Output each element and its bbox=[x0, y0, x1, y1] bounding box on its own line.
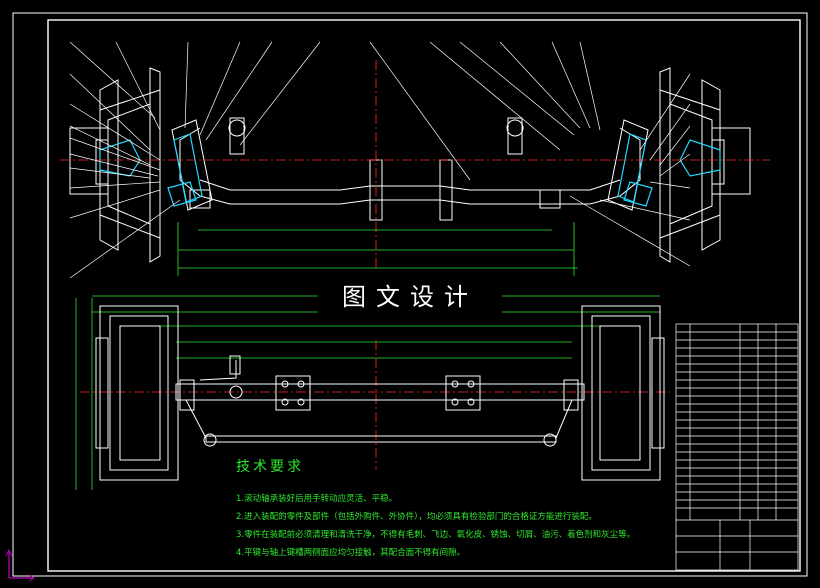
technical-requirements: 技术要求 1.滚动轴承装好后用手转动应灵活、平稳。 2.进入装配的零件及部件（包… bbox=[236, 456, 676, 562]
note-item: 3.零件在装配前必须清理和清洗干净，不得有毛刺、飞边、氧化皮、锈蚀、切屑、油污、… bbox=[236, 530, 636, 540]
plan-view bbox=[95, 305, 665, 481]
note-item: 1.滚动轴承装好后用手转动应灵活、平稳。 bbox=[236, 494, 398, 504]
section-fills bbox=[99, 133, 721, 207]
inner-border bbox=[47, 19, 801, 572]
ucs-icon bbox=[5, 548, 35, 582]
title-block bbox=[675, 323, 799, 571]
note-item: 4.平键与轴上键槽两侧面应均匀接触，其配合面不得有间隙。 bbox=[236, 548, 466, 558]
outer-border bbox=[12, 12, 808, 577]
notes-title: 技术要求 bbox=[236, 459, 304, 475]
dimension-lines bbox=[75, 222, 660, 490]
watermark: 图文设计 bbox=[318, 280, 502, 314]
leader-lines bbox=[69, 41, 691, 279]
note-item: 2.进入装配的零件及部件（包括外购件、外协件），均必须具有检验部门的合格证方能进… bbox=[236, 512, 597, 522]
